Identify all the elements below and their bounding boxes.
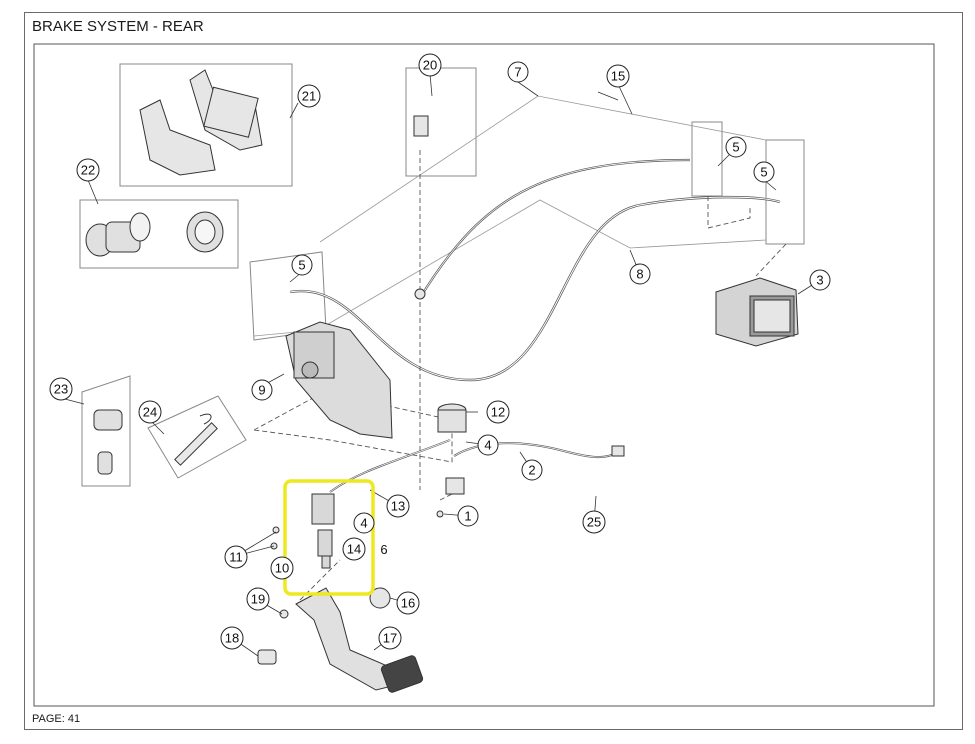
leader-8: [253, 199, 767, 337]
callout-2: 2: [521, 459, 543, 481]
callout-25: 25: [582, 510, 606, 534]
callout-15: 15: [606, 64, 630, 88]
page-number: PAGE: 41: [32, 713, 81, 725]
page-title: BRAKE SYSTEM - REAR: [32, 18, 204, 35]
inset-23: [81, 375, 131, 487]
bleeder-part: [93, 409, 123, 475]
callout-label: 4: [360, 516, 367, 531]
callout-label: 6: [380, 542, 387, 557]
callout-12: 12: [486, 400, 510, 424]
callout-label: 9: [258, 383, 265, 398]
callout-label: 18: [225, 631, 239, 646]
callout-10: 10: [270, 556, 294, 580]
callout-label: 7: [514, 65, 521, 80]
callout-label: 22: [81, 163, 95, 178]
callout-label: 5: [732, 140, 739, 155]
callout-label: 25: [587, 515, 601, 530]
callout-label: 14: [347, 542, 361, 557]
bushings-part: [85, 211, 224, 257]
callout-label: 11: [229, 550, 243, 565]
callout-20: 20: [418, 53, 442, 77]
abs-unit-part: [715, 277, 799, 347]
caliper-part: [285, 321, 393, 439]
callout-label: 16: [401, 596, 415, 611]
callout-label: 3: [816, 273, 823, 288]
callout-13: 13: [386, 494, 410, 518]
callout-9: 9: [251, 379, 273, 401]
drawing-border: [33, 43, 935, 707]
callout-label: 5: [298, 258, 305, 273]
callout-5: 5: [725, 136, 747, 158]
callout-22: 22: [76, 158, 100, 182]
callout-17: 17: [378, 626, 402, 650]
callout-label: 4: [484, 438, 491, 453]
callout-21: 21: [297, 84, 321, 108]
callout-1: 1: [457, 505, 479, 527]
diagram-frame: [24, 12, 963, 730]
callout-6: 6: [380, 542, 387, 557]
callout-label: 12: [491, 405, 505, 420]
callout-23: 23: [49, 377, 73, 401]
callout-label: 1: [464, 509, 471, 524]
callout-5: 5: [753, 161, 775, 183]
inset-21: [119, 63, 293, 187]
callout-5: 5: [291, 254, 313, 276]
inset-20: [405, 67, 477, 177]
highlight-box: [283, 479, 375, 596]
callout-label: 20: [423, 58, 437, 73]
callout-16: 16: [396, 591, 420, 615]
callout-14: 14: [342, 537, 366, 561]
master-cylinder-part: [311, 493, 335, 569]
brake-pedal-part: [295, 587, 424, 693]
pin-part: [174, 413, 218, 466]
callout-label: 5: [760, 165, 767, 180]
callout-7: 7: [507, 61, 529, 83]
callout-label: 23: [54, 382, 68, 397]
callout-label: 24: [143, 405, 157, 420]
callout-label: 13: [391, 499, 405, 514]
inset-5-right: [765, 139, 805, 245]
callout-label: 2: [528, 463, 535, 478]
callout-8: 8: [629, 263, 651, 285]
hose-13: [329, 439, 451, 493]
brake-pads-part: [139, 69, 263, 176]
callout-11: 11: [224, 545, 248, 569]
callout-3: 3: [809, 269, 831, 291]
inset-5-mid: [691, 121, 723, 197]
hardware: [257, 115, 625, 665]
callout-4: 4: [477, 434, 499, 456]
callouts: 1 2 3 4 4 5 5 5 6 7 8 9 10 11 12 13 14 1…: [49, 53, 831, 650]
callout-19: 19: [246, 587, 270, 611]
callout-label: 21: [302, 89, 316, 104]
inset-22: [79, 199, 239, 269]
callout-label: 15: [611, 69, 625, 84]
callout-label: 17: [383, 631, 397, 646]
callout-24: 24: [138, 400, 162, 424]
reservoir-part: [437, 403, 467, 433]
leader-7: [319, 95, 767, 243]
inset-24: [147, 395, 247, 479]
callout-label: 8: [636, 267, 643, 282]
callout-label: 19: [251, 592, 265, 607]
callout-label: 10: [275, 561, 289, 576]
callout-18: 18: [220, 626, 244, 650]
callout-4: 4: [353, 512, 375, 534]
